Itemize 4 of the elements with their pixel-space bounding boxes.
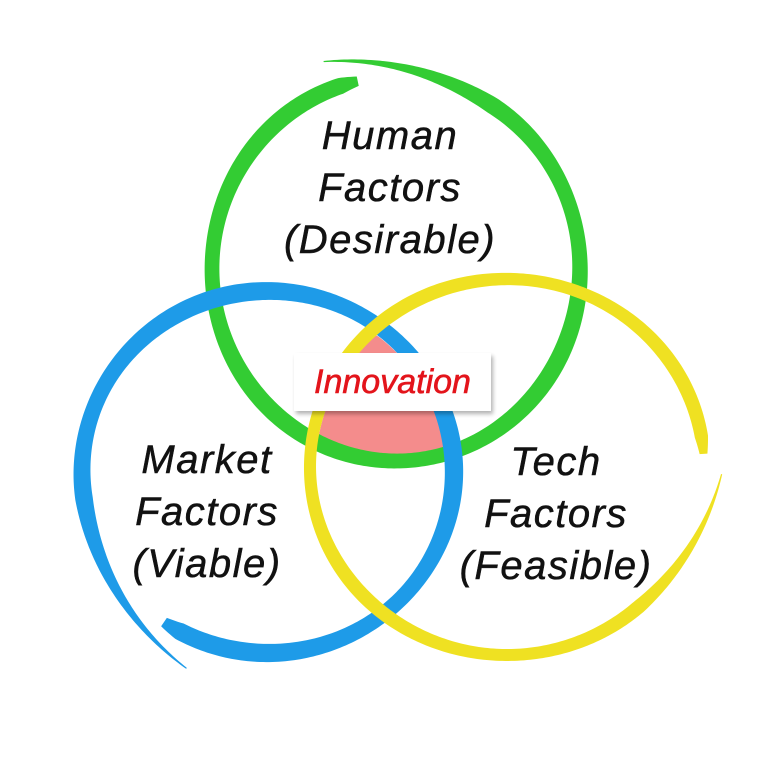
circle-label: Tech Factors (Feasible)	[458, 439, 654, 590]
label-card: Innovation	[294, 353, 491, 411]
circle-label: Market Factors (Viable)	[131, 437, 283, 588]
circle-label: Human Factors (Desirable)	[282, 113, 498, 264]
